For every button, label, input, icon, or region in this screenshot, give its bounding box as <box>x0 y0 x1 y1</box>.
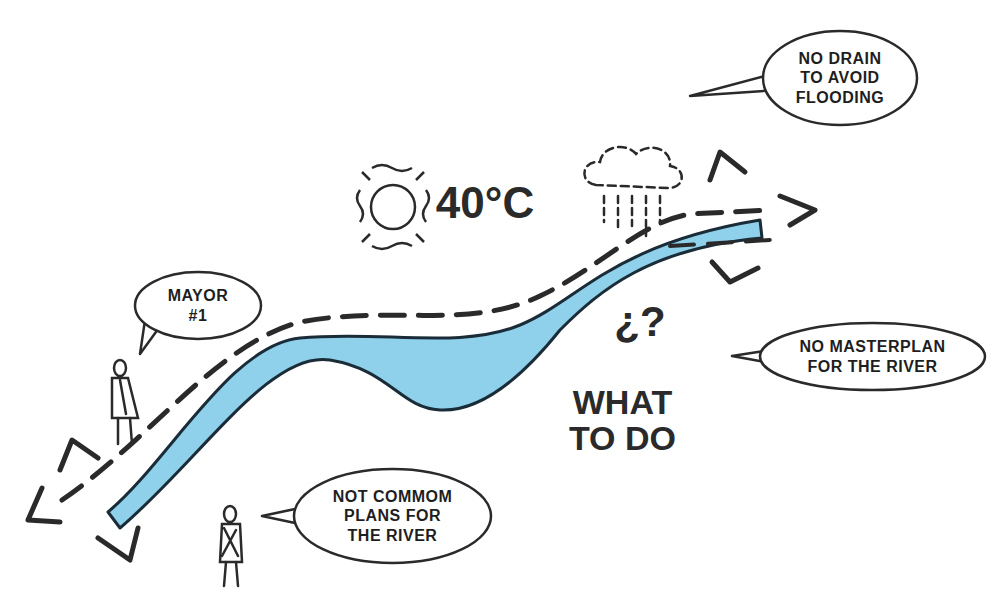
bubble-text: MAYOR #1 <box>158 286 238 324</box>
bubble-tail <box>690 76 767 96</box>
sketch-label: 40°C <box>425 180 545 226</box>
bubble-ellipse <box>763 31 917 125</box>
speech-bubble: MAYOR #1 <box>133 270 263 341</box>
bubble-outline <box>758 321 987 392</box>
direction-markers <box>28 152 815 560</box>
sketch-label: WHAT TO DO <box>555 385 690 456</box>
bubble-ellipse <box>135 272 261 339</box>
person-figure <box>112 360 138 444</box>
bubble-tail <box>262 509 296 524</box>
rain-cloud <box>584 147 681 236</box>
dashed-path <box>670 240 770 246</box>
bubble-text: NO DRAIN TO AVOID FLOODING <box>790 49 890 107</box>
bubble-text: NOT COMMOM PLANS FOR THE RIVER <box>328 487 458 545</box>
speech-bubble: NO MASTERPLAN FOR THE RIVER <box>758 321 987 392</box>
bubble-ellipse <box>760 323 985 390</box>
speech-bubble: NOT COMMOM PLANS FOR THE RIVER <box>292 467 493 565</box>
bubble-ellipse <box>294 469 491 563</box>
bubble-tail <box>732 351 762 361</box>
sun-icon <box>357 165 429 249</box>
sketch-label: ¿? <box>600 300 680 344</box>
speech-bubble: NO DRAIN TO AVOID FLOODING <box>761 29 919 127</box>
bubble-text: NO MASTERPLAN FOR THE RIVER <box>798 337 948 375</box>
bubble-outline <box>133 270 263 341</box>
dashed-path <box>62 210 770 500</box>
person-figure <box>220 506 242 586</box>
